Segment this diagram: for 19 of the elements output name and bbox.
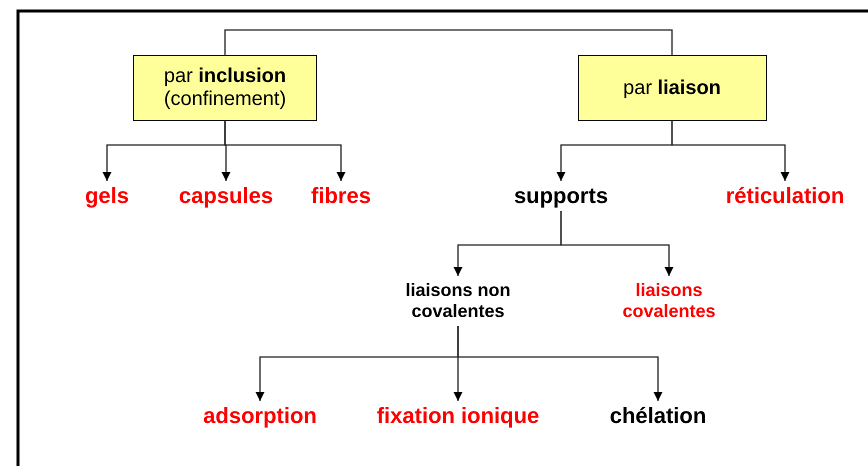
box-label: par liaison: [623, 76, 721, 100]
category-label: capsules: [178, 183, 274, 209]
category-label: adsorption: [203, 403, 317, 429]
category-label: gels: [84, 183, 130, 209]
category-label: chélation: [610, 403, 706, 429]
category-label: fibres: [311, 183, 371, 209]
category-label: liaisons covalentes: [621, 280, 717, 322]
arrow: [671, 121, 790, 181]
arrow: [457, 326, 662, 401]
arrow: [224, 121, 346, 181]
category-label: liaisons non covalentes: [404, 280, 512, 322]
arrow: [560, 211, 674, 276]
category-box: [578, 55, 766, 121]
category-label: supports: [514, 183, 608, 209]
category-label: fixation ionique: [376, 403, 540, 429]
category-box: [133, 55, 317, 121]
box-label: par inclusion (confinement): [162, 65, 288, 111]
category-label: réticulation: [726, 183, 844, 209]
connector-line: [224, 29, 673, 55]
